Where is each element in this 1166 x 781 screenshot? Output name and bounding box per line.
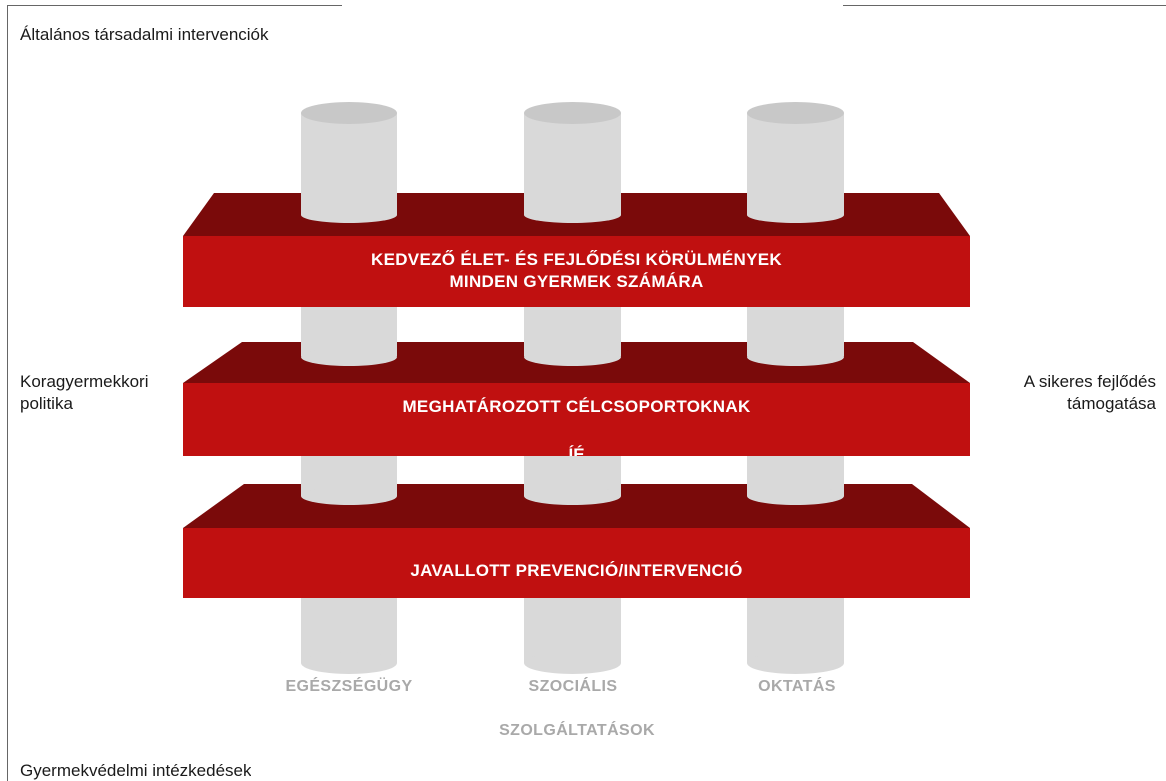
early-childhood-policy-label: Koragyermekkori politika [20,372,149,413]
layer-2-line-2-clip: ÍÉ [183,444,970,456]
layer-2-line-1: MEGHATÁROZOTT CÉLCSOPORTOKNAK [402,397,751,416]
pillar-tops-over-layer2 [301,342,844,366]
successful-development-label: A sikeres fejlődés támogatása [1023,372,1156,413]
layer-3-line-1: JAVALLOTT PREVENCIÓ/INTERVENCIÓ [410,561,743,580]
frame-left-line [7,5,8,781]
pillar-label-health: EGÉSZSÉGÜGY [285,678,413,695]
pillar-tops-over-layer3 [301,484,844,505]
services-label: SZOLGÁLTATÁSOK [499,722,655,739]
general-interventions-label: Általános társadalmi intervenciók [20,25,269,44]
child-protection-label: Gyermekvédelmi intézkedések [20,761,252,780]
layer-2-text: MEGHATÁROZOTT CÉLCSOPORTOKNAK [183,396,970,418]
layer-3-text: JAVALLOTT PREVENCIÓ/INTERVENCIÓ [183,560,970,582]
pillar-label-education: OKTATÁS [758,678,836,695]
frame-top-line-right [843,5,1166,6]
layer-2-line-2: ÍÉ [568,445,585,456]
layer-1-text: KEDVEZŐ ÉLET- ÉS FEJLŐDÉSI KÖRÜLMÉNYEK M… [183,249,970,293]
pillar-label-social: SZOCIÁLIS [528,678,618,695]
layer-1-line-2: MINDEN GYERMEK SZÁMÁRA [449,272,704,291]
layer-1-line-1: KEDVEZŐ ÉLET- ÉS FEJLŐDÉSI KÖRÜLMÉNYEK [371,250,782,269]
frame-top-line-left [7,5,342,6]
pillar-tops-over-layer1 [301,193,844,223]
